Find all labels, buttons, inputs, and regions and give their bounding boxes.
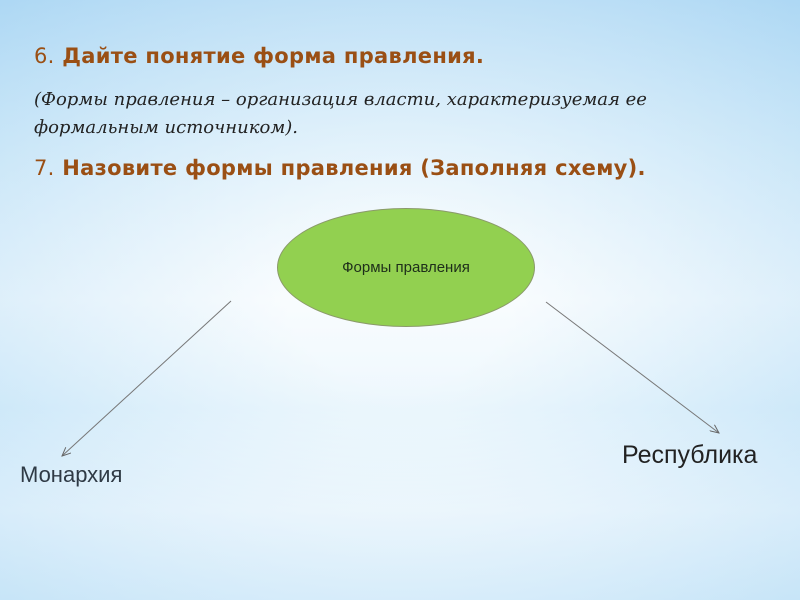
arrow-left: [62, 300, 232, 456]
left-label: Монархия: [20, 462, 123, 487]
question-6: 6. Дайте понятие форма правления.: [34, 44, 485, 68]
center-ellipse: Формы правления: [277, 208, 535, 327]
definition-text: (Формы правления – организация власти, х…: [34, 89, 647, 138]
question-7: 7. Назовите формы правления (Заполняя сх…: [34, 156, 646, 180]
right-label: Республика: [622, 441, 758, 469]
arrow-right: [545, 301, 719, 433]
center-label: Формы правления: [342, 259, 470, 276]
